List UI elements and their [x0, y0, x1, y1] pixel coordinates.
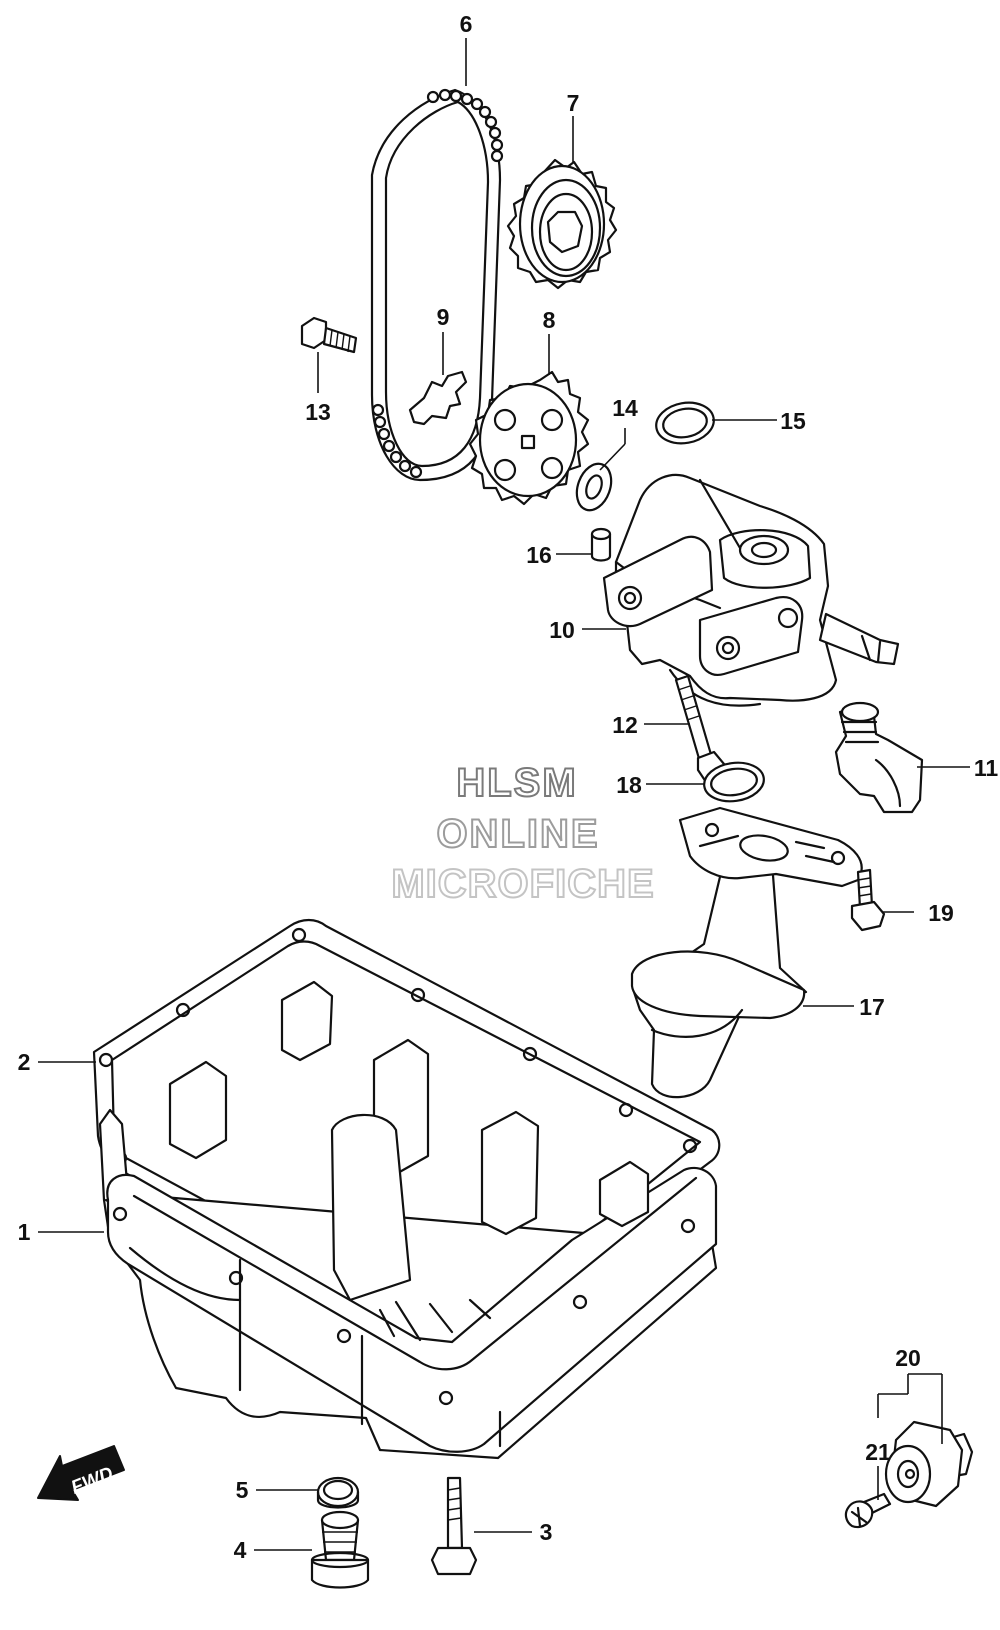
oil-pump-chain — [370, 88, 504, 482]
callout-2: 2 — [18, 1049, 31, 1075]
callout-3: 3 — [540, 1519, 553, 1545]
callout-21: 21 — [865, 1439, 891, 1465]
oil-pump — [602, 473, 900, 707]
callout-9: 9 — [437, 304, 450, 330]
callout-5: 5 — [236, 1477, 249, 1503]
callout-11: 11 — [974, 755, 999, 781]
callout-6: 6 — [460, 11, 473, 37]
watermark-line-3: MICROFICHE — [391, 862, 654, 906]
callout-19: 19 — [928, 900, 954, 926]
part-labels: 1 2 3 4 5 6 7 8 9 10 11 12 13 14 15 16 1… — [18, 11, 999, 1563]
oil-pressure-switch — [884, 1420, 974, 1508]
callout-15: 15 — [780, 408, 806, 434]
strainer-o-ring — [703, 761, 765, 803]
callout-7: 7 — [567, 90, 580, 116]
pump-o-ring — [655, 401, 715, 445]
callout-14: 14 — [612, 395, 638, 421]
callout-8: 8 — [543, 307, 556, 333]
callout-4: 4 — [234, 1537, 247, 1563]
sprocket-washer — [575, 462, 613, 512]
callout-10: 10 — [549, 617, 575, 643]
watermark-line-1: HLSM — [456, 761, 577, 805]
chain-links-bottom — [371, 403, 423, 479]
chain-links-top — [426, 88, 504, 163]
watermark-line-2: ONLINE — [436, 812, 599, 856]
oil-pan-bolt — [430, 1476, 478, 1576]
chain-guide — [408, 370, 468, 426]
relief-valve — [834, 701, 924, 814]
callout-13: 13 — [305, 399, 331, 425]
callout-12: 12 — [612, 712, 638, 738]
sprocket-bolt — [300, 316, 358, 354]
leader-lines — [38, 38, 970, 1551]
callout-17: 17 — [859, 994, 885, 1020]
oil-pan — [98, 980, 718, 1460]
drive-sprocket — [506, 158, 618, 290]
callout-20: 20 — [895, 1345, 921, 1371]
dowel-pin — [590, 527, 612, 562]
driven-sprocket — [468, 370, 590, 506]
callout-1: 1 — [18, 1219, 31, 1245]
watermark: HLSM ONLINE MICROFICHE — [390, 760, 654, 907]
switch-screw — [844, 1492, 892, 1529]
callout-16: 16 — [526, 542, 552, 568]
drain-plug-gasket — [316, 1476, 360, 1509]
oil-strainer — [630, 806, 863, 1099]
fwd-arrow-icon: FWD — [37, 1445, 125, 1501]
callout-18: 18 — [616, 772, 642, 798]
strainer-bolt — [850, 868, 886, 932]
drain-plug — [310, 1510, 370, 1589]
